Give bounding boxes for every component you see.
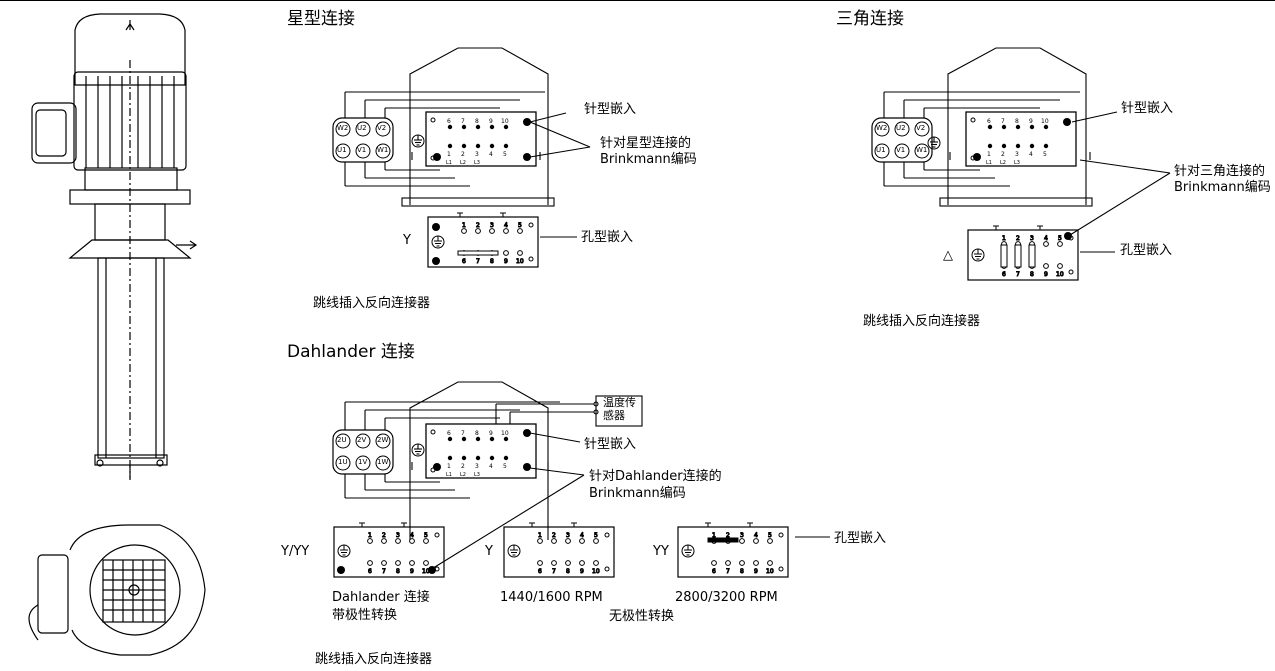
dahlander-socket-variant-low-speed (503, 522, 615, 578)
star-terminal-u2: U2 (357, 124, 367, 132)
dahlander-pin-insert-label: 针型嵌入 (584, 437, 637, 452)
variant1-label-line2: 带极性转换 (332, 608, 398, 623)
dahlander-jumper-note: 跳线插入反向连接器 (315, 652, 433, 667)
delta-wiring-diagram (871, 47, 1171, 253)
star-terminal-w2: W2 (337, 124, 349, 132)
pump-motor-side-view (31, 13, 198, 480)
dahlander-wiring-diagram (332, 381, 830, 571)
dahlander-socket-insert-label: 孔型嵌入 (834, 531, 887, 546)
delta-coding-label-line1: 针对三角连接的 (1174, 164, 1266, 179)
dahlander-coding-label-line2: Brinkmann编码 (589, 486, 686, 501)
temp-sensor-label-line1: 温度传 (603, 396, 636, 409)
star-wiring-diagram (332, 47, 591, 238)
no-polarity-label: 无极性转换 (609, 609, 675, 624)
delta-socket-insert (967, 225, 1079, 281)
delta-terminal-w1: W1 (916, 146, 928, 154)
dahlander-socket-variant-high-speed (677, 522, 789, 578)
star-connection-title: 星型连接 (287, 9, 355, 29)
star-pin-insert-label: 针型嵌入 (584, 102, 637, 117)
delta-terminal-u2: U2 (896, 124, 906, 132)
dahl-terminal-2w: 2W (377, 436, 389, 444)
dahl-terminal-1w: 1W (377, 458, 389, 466)
star-terminal-w1: W1 (377, 146, 389, 154)
star-symbol-variant2: Y (485, 544, 493, 559)
dahlander-connection-title: Dahlander 连接 (287, 342, 415, 362)
delta-pin-insert-label: 针型嵌入 (1121, 101, 1174, 116)
star-socket-insert-label: 孔型嵌入 (581, 230, 634, 245)
delta-symbol: △ (943, 248, 953, 263)
star-terminal-v1: V1 (357, 146, 367, 154)
star-terminal-v2: V2 (377, 124, 387, 132)
star-coding-label-line2: Brinkmann编码 (600, 152, 697, 167)
variant1-label-line1: Dahlander 连接 (332, 590, 430, 605)
star-symbol: Y (403, 233, 411, 248)
star-dual-star-symbol: Y/YY (281, 544, 310, 559)
dahlander-coding-label-line1: 针对Dahlander连接的 (589, 469, 722, 484)
delta-socket-insert-label: 孔型嵌入 (1120, 243, 1173, 258)
delta-terminal-w2: W2 (876, 124, 888, 132)
dahl-terminal-2v: 2V (357, 436, 367, 444)
star-coding-label-line1: 针对星型连接的 (600, 136, 692, 151)
temp-sensor-label-line2: 感器 (603, 409, 625, 422)
star-terminal-u1: U1 (337, 146, 347, 154)
delta-terminal-v2: V2 (916, 124, 926, 132)
delta-terminal-v1: V1 (896, 146, 906, 154)
delta-connection-title: 三角连接 (836, 9, 904, 29)
dahlander-socket-variant-polarity (333, 522, 445, 578)
delta-jumper-note: 跳线插入反向连接器 (863, 314, 981, 329)
dahl-terminal-2u: 2U (337, 436, 347, 444)
delta-terminal-u1: U1 (876, 146, 886, 154)
dahl-terminal-1v: 1V (358, 458, 368, 466)
star-socket-insert (427, 212, 539, 268)
dahl-terminal-1u: 1U (338, 458, 348, 466)
variant3-rpm-label: 2800/3200 RPM (675, 590, 778, 605)
delta-coding-label-line2: Brinkmann编码 (1174, 180, 1271, 195)
star-jumper-note: 跳线插入反向连接器 (313, 296, 431, 311)
dual-star-symbol-variant3: YY (653, 544, 669, 559)
variant2-rpm-label: 1440/1600 RPM (500, 590, 603, 605)
pump-motor-end-view (28, 524, 206, 656)
